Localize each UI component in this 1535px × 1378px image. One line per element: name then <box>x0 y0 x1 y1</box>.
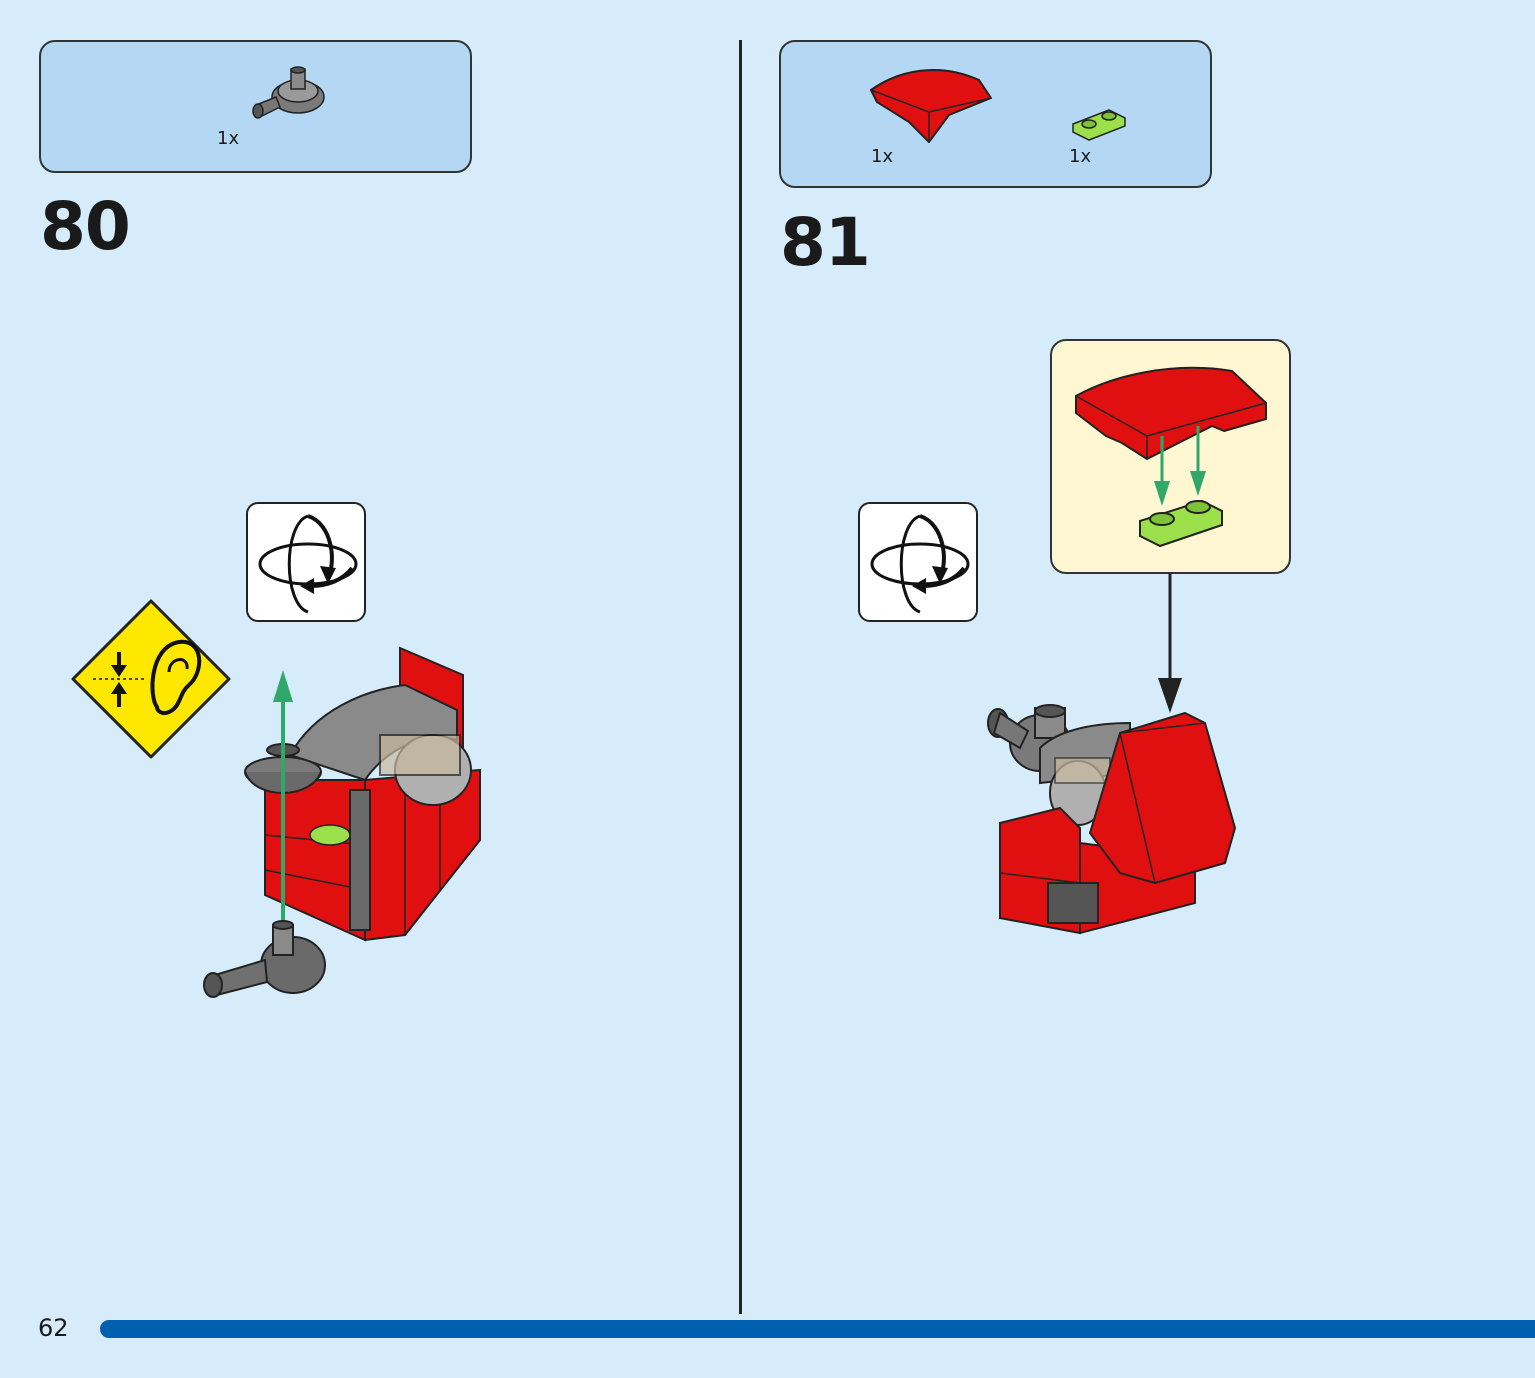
model-illustration-step-81 <box>987 573 1236 935</box>
progress-bar <box>100 1320 1535 1338</box>
rotate-model-icon <box>858 502 978 622</box>
part-quantity: 1x <box>217 128 240 149</box>
parts-list-step-81: 1x 1x <box>779 40 1212 188</box>
click-sound-warning-icon <box>71 599 231 759</box>
model-illustration-step-80 <box>203 646 481 998</box>
part-quantity: 1x <box>1069 146 1092 167</box>
step-number: 80 <box>40 188 131 265</box>
page-divider <box>739 40 742 1314</box>
parts-list-step-80: 1x <box>39 40 472 173</box>
sub-assembly-callout <box>1050 339 1291 574</box>
gray-bracket-part-icon <box>252 66 325 119</box>
part-quantity: 1x <box>871 146 894 167</box>
rotate-model-icon <box>246 502 366 622</box>
step-number: 81 <box>780 204 871 281</box>
page-number: 62 <box>38 1314 69 1342</box>
lime-plate-1x2-part-icon <box>1072 109 1126 141</box>
red-curved-slope-part-icon <box>870 69 992 143</box>
